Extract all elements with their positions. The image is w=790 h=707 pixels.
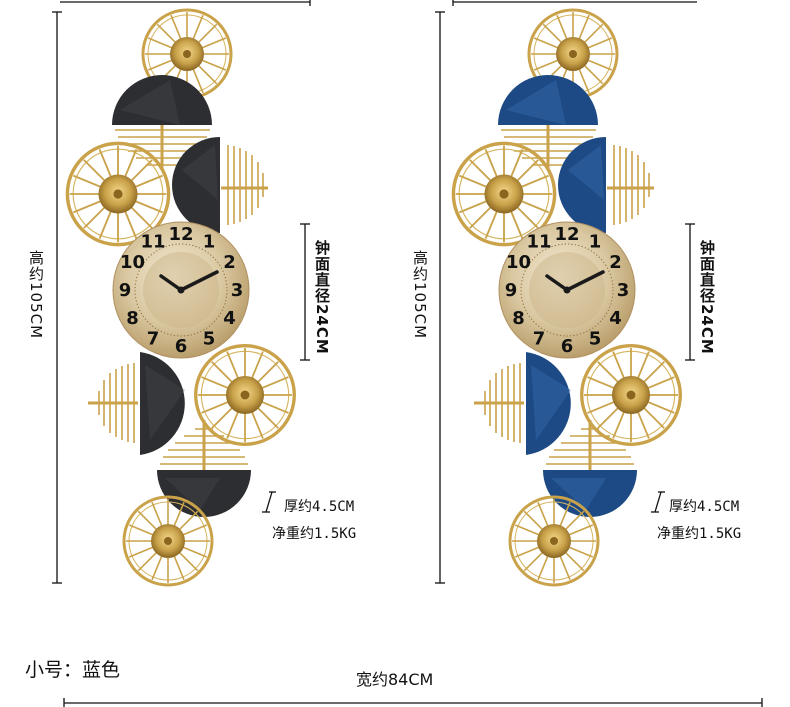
clock-numeral-4: 4	[223, 308, 236, 329]
clock-numeral-12: 12	[168, 224, 193, 245]
clock-numeral-6: 6	[175, 336, 188, 357]
dimension-lines	[52, 0, 763, 707]
clock-numeral-5: 5	[589, 329, 602, 350]
clock-numeral-9: 9	[119, 280, 132, 301]
clock-numeral-10: 10	[120, 252, 145, 273]
weight-label-black: 净重约1.5KG	[272, 526, 357, 542]
clock-numeral-12: 12	[554, 224, 579, 245]
clock-blue-variant	[451, 8, 682, 587]
clock-black-variant	[65, 8, 296, 587]
clock-numeral-11: 11	[140, 232, 165, 253]
clock-numeral-1: 1	[589, 232, 602, 253]
clock-numeral-8: 8	[512, 308, 525, 329]
clock-numeral-2: 2	[223, 252, 236, 273]
clock-numeral-6: 6	[561, 336, 574, 357]
clock-numeral-1: 1	[203, 232, 216, 253]
clock-numeral-5: 5	[203, 329, 216, 350]
face-diameter-label-blue: 钟面直径24CM	[698, 240, 716, 355]
thickness-label-blue: 厚约4.5CM	[669, 499, 740, 515]
clock-numeral-3: 3	[617, 280, 630, 301]
thickness-label-black: 厚约4.5CM	[284, 499, 355, 515]
clock-numeral-4: 4	[609, 308, 622, 329]
face-diameter-label-black: 钟面直径24CM	[313, 240, 331, 355]
clock-numeral-9: 9	[505, 280, 518, 301]
clock-numeral-8: 8	[126, 308, 139, 329]
width-label: 宽约84CM	[356, 670, 434, 689]
clock-numeral-7: 7	[147, 329, 160, 350]
clock-numeral-11: 11	[526, 232, 551, 253]
height-label-black: 高约105CM	[27, 250, 45, 340]
clock-numeral-2: 2	[609, 252, 622, 273]
weight-label-blue: 净重约1.5KG	[657, 526, 742, 542]
height-label-blue: 高约105CM	[411, 250, 429, 340]
clock-numeral-10: 10	[506, 252, 531, 273]
clock-numeral-7: 7	[533, 329, 546, 350]
variant-caption: 小号：蓝色	[25, 659, 121, 681]
clock-numeral-3: 3	[231, 280, 244, 301]
